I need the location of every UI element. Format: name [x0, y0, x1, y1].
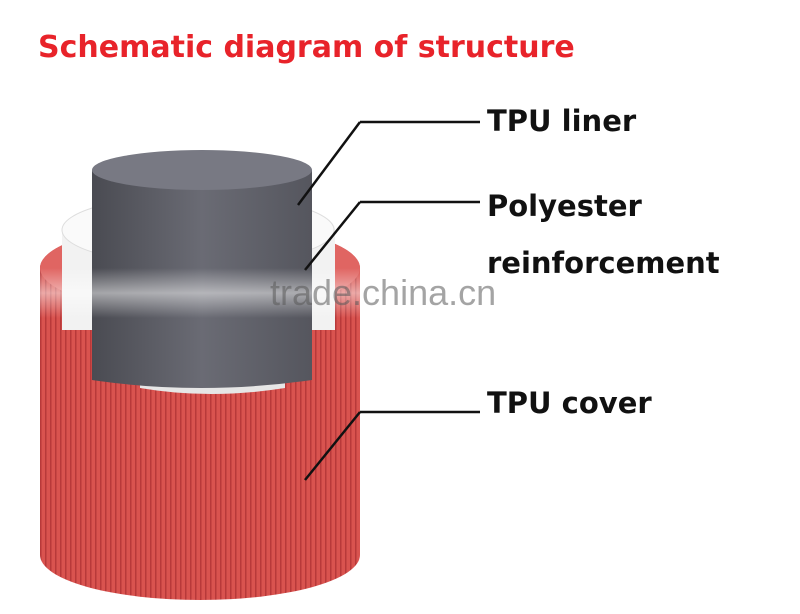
label-polyester: Polyester — [487, 189, 642, 223]
leader-lines — [296, 120, 480, 481]
watermark-band — [40, 268, 740, 318]
label-tpu-liner: TPU liner — [487, 104, 637, 138]
label-tpu-cover: TPU cover — [487, 386, 652, 420]
label-reinforcement: reinforcement — [487, 246, 720, 280]
diagram-title: Schematic diagram of structure — [38, 30, 575, 65]
watermark: trade.china.cn — [270, 272, 497, 313]
